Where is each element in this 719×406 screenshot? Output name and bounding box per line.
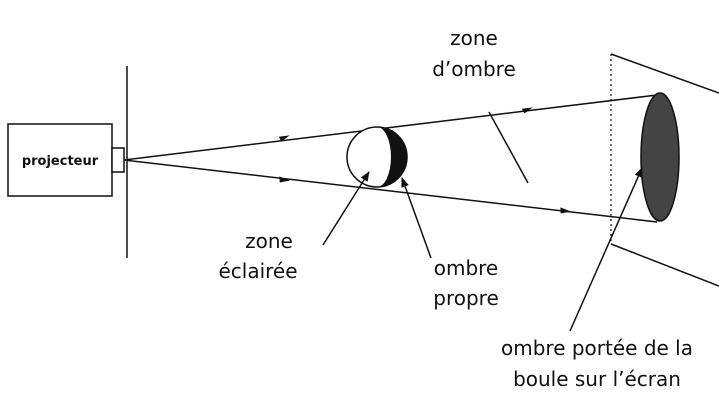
screen-top-edge: [610, 53, 719, 94]
ray-arrow-4: [560, 207, 571, 214]
pointer-own-shadow: [401, 177, 432, 259]
label-own-shadow-line2: propre: [433, 286, 499, 310]
screen-bottom-edge: [610, 243, 719, 287]
label-shadow-zone-line1: zone: [450, 26, 498, 50]
pointer-shadow-zone: [488, 111, 529, 184]
ray-arrow-2: [521, 107, 533, 114]
projector-label: projecteur: [22, 154, 99, 169]
label-cast-shadow-line2: boule sur l’écran: [513, 367, 681, 391]
label-own-shadow-line1: ombre: [434, 256, 499, 280]
label-lit-zone-line2: éclairée: [218, 259, 297, 283]
label-cast-shadow-line1: ombre portée de la: [501, 336, 693, 360]
ball-own-shadow: [377, 127, 407, 187]
label-lit-zone-line1: zone: [245, 229, 293, 253]
pointer-cast-shadow: [569, 167, 643, 332]
light-ray-upper: [123, 94, 658, 161]
pointer-lit-zone: [322, 171, 370, 246]
projector-lens: [111, 147, 125, 173]
label-shadow-zone-line2: d’ombre: [432, 57, 516, 81]
cast-shadow: [640, 92, 680, 222]
ray-arrow-3: [279, 176, 290, 183]
ray-arrow-1: [278, 135, 290, 142]
projector-box: [7, 123, 113, 197]
